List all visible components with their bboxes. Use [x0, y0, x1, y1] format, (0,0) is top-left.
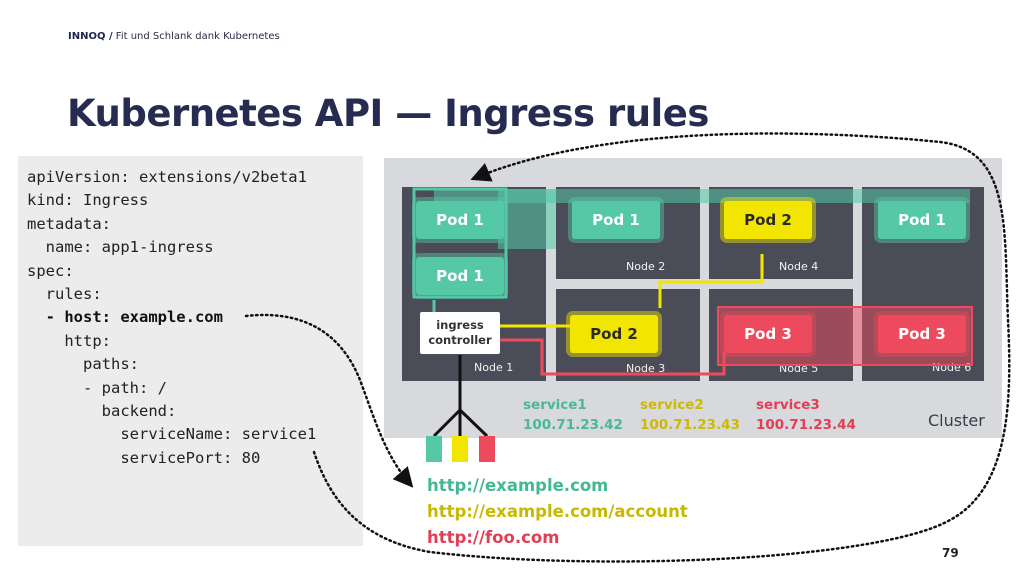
cluster-label: Cluster — [928, 411, 985, 430]
code-line: servicePort: 80 — [27, 448, 261, 467]
host-to-url-arrow — [244, 313, 414, 488]
header-subtitle: Fit und Schlank dank Kubernetes — [115, 31, 280, 42]
code-line: http: — [27, 331, 111, 350]
ingress-controller: ingress controller — [420, 312, 500, 354]
code-text: apiVersion: extensions/v2beta1 kind: Ing… — [18, 156, 363, 470]
node-label: Node 3 — [626, 362, 666, 375]
yellow-request-marker — [452, 436, 468, 462]
page-number: 79 — [942, 546, 959, 560]
service1-link — [412, 187, 508, 299]
node-label: Node 2 — [626, 260, 666, 273]
pod-1-node2: Pod 1 — [572, 201, 660, 239]
pod-2-node3: Pod 2 — [570, 315, 658, 353]
pod-3-node5: Pod 3 — [724, 315, 812, 353]
node-label: Node 4 — [779, 260, 819, 273]
url-foo: http://foo.com — [427, 528, 560, 547]
code-line: rules: — [27, 285, 102, 304]
service-name: service2 — [640, 397, 704, 413]
service-ip: 100.71.23.44 — [756, 417, 856, 433]
code-line: backend: — [27, 402, 177, 421]
code-line: paths: — [27, 355, 139, 374]
code-line: spec: — [27, 261, 74, 280]
service-ip: 100.71.23.43 — [640, 417, 740, 433]
code-line-servicename: serviceName: service1 — [27, 425, 317, 444]
pod-1-node1-bottom: Pod 1 — [416, 257, 504, 295]
pod-3-node6: Pod 3 — [878, 315, 966, 353]
pod-1-node6: Pod 1 — [878, 201, 966, 239]
service-ip: 100.71.23.42 — [523, 417, 623, 433]
brand-logo: INNOQ / — [68, 31, 113, 42]
code-line: name: app1-ingress — [27, 238, 214, 257]
red-request-marker — [479, 436, 495, 462]
service2-label: service2 100.71.23.43 — [640, 395, 740, 435]
url-example: http://example.com — [427, 476, 609, 495]
code-line: - path: / — [27, 378, 167, 397]
service-name: service3 — [756, 397, 820, 413]
service2-link — [658, 254, 764, 308]
service1-link — [434, 189, 970, 203]
pod-1-node1-top: Pod 1 — [416, 201, 504, 239]
slide-header: INNOQ / Fit und Schlank dank Kubernetes — [68, 31, 280, 42]
slide-title: Kubernetes API — Ingress rules — [67, 92, 709, 135]
url-example-account: http://example.com/account — [427, 502, 688, 521]
service-loop-arrow — [312, 132, 1011, 563]
ingress-branch — [432, 408, 462, 438]
code-line: apiVersion: extensions/v2beta1 — [27, 168, 307, 186]
green-request-marker — [426, 436, 442, 462]
ingress-branch — [458, 408, 489, 438]
service3-label: service3 100.71.23.44 — [756, 395, 856, 435]
ingress-controller-label: ingress controller — [428, 318, 492, 347]
service-name: service1 — [523, 397, 587, 413]
code-line-host: - host: example.com — [27, 308, 223, 327]
service1-link — [498, 189, 556, 249]
node-label: Node 1 — [474, 361, 514, 374]
code-line: kind: Ingress — [27, 191, 149, 210]
code-line: metadata: — [27, 214, 111, 233]
pod-2-node4: Pod 2 — [724, 201, 812, 239]
service3-link — [500, 338, 726, 376]
code-block: apiVersion: extensions/v2beta1 kind: Ing… — [18, 156, 363, 546]
service1-label: service1 100.71.23.42 — [523, 395, 623, 435]
